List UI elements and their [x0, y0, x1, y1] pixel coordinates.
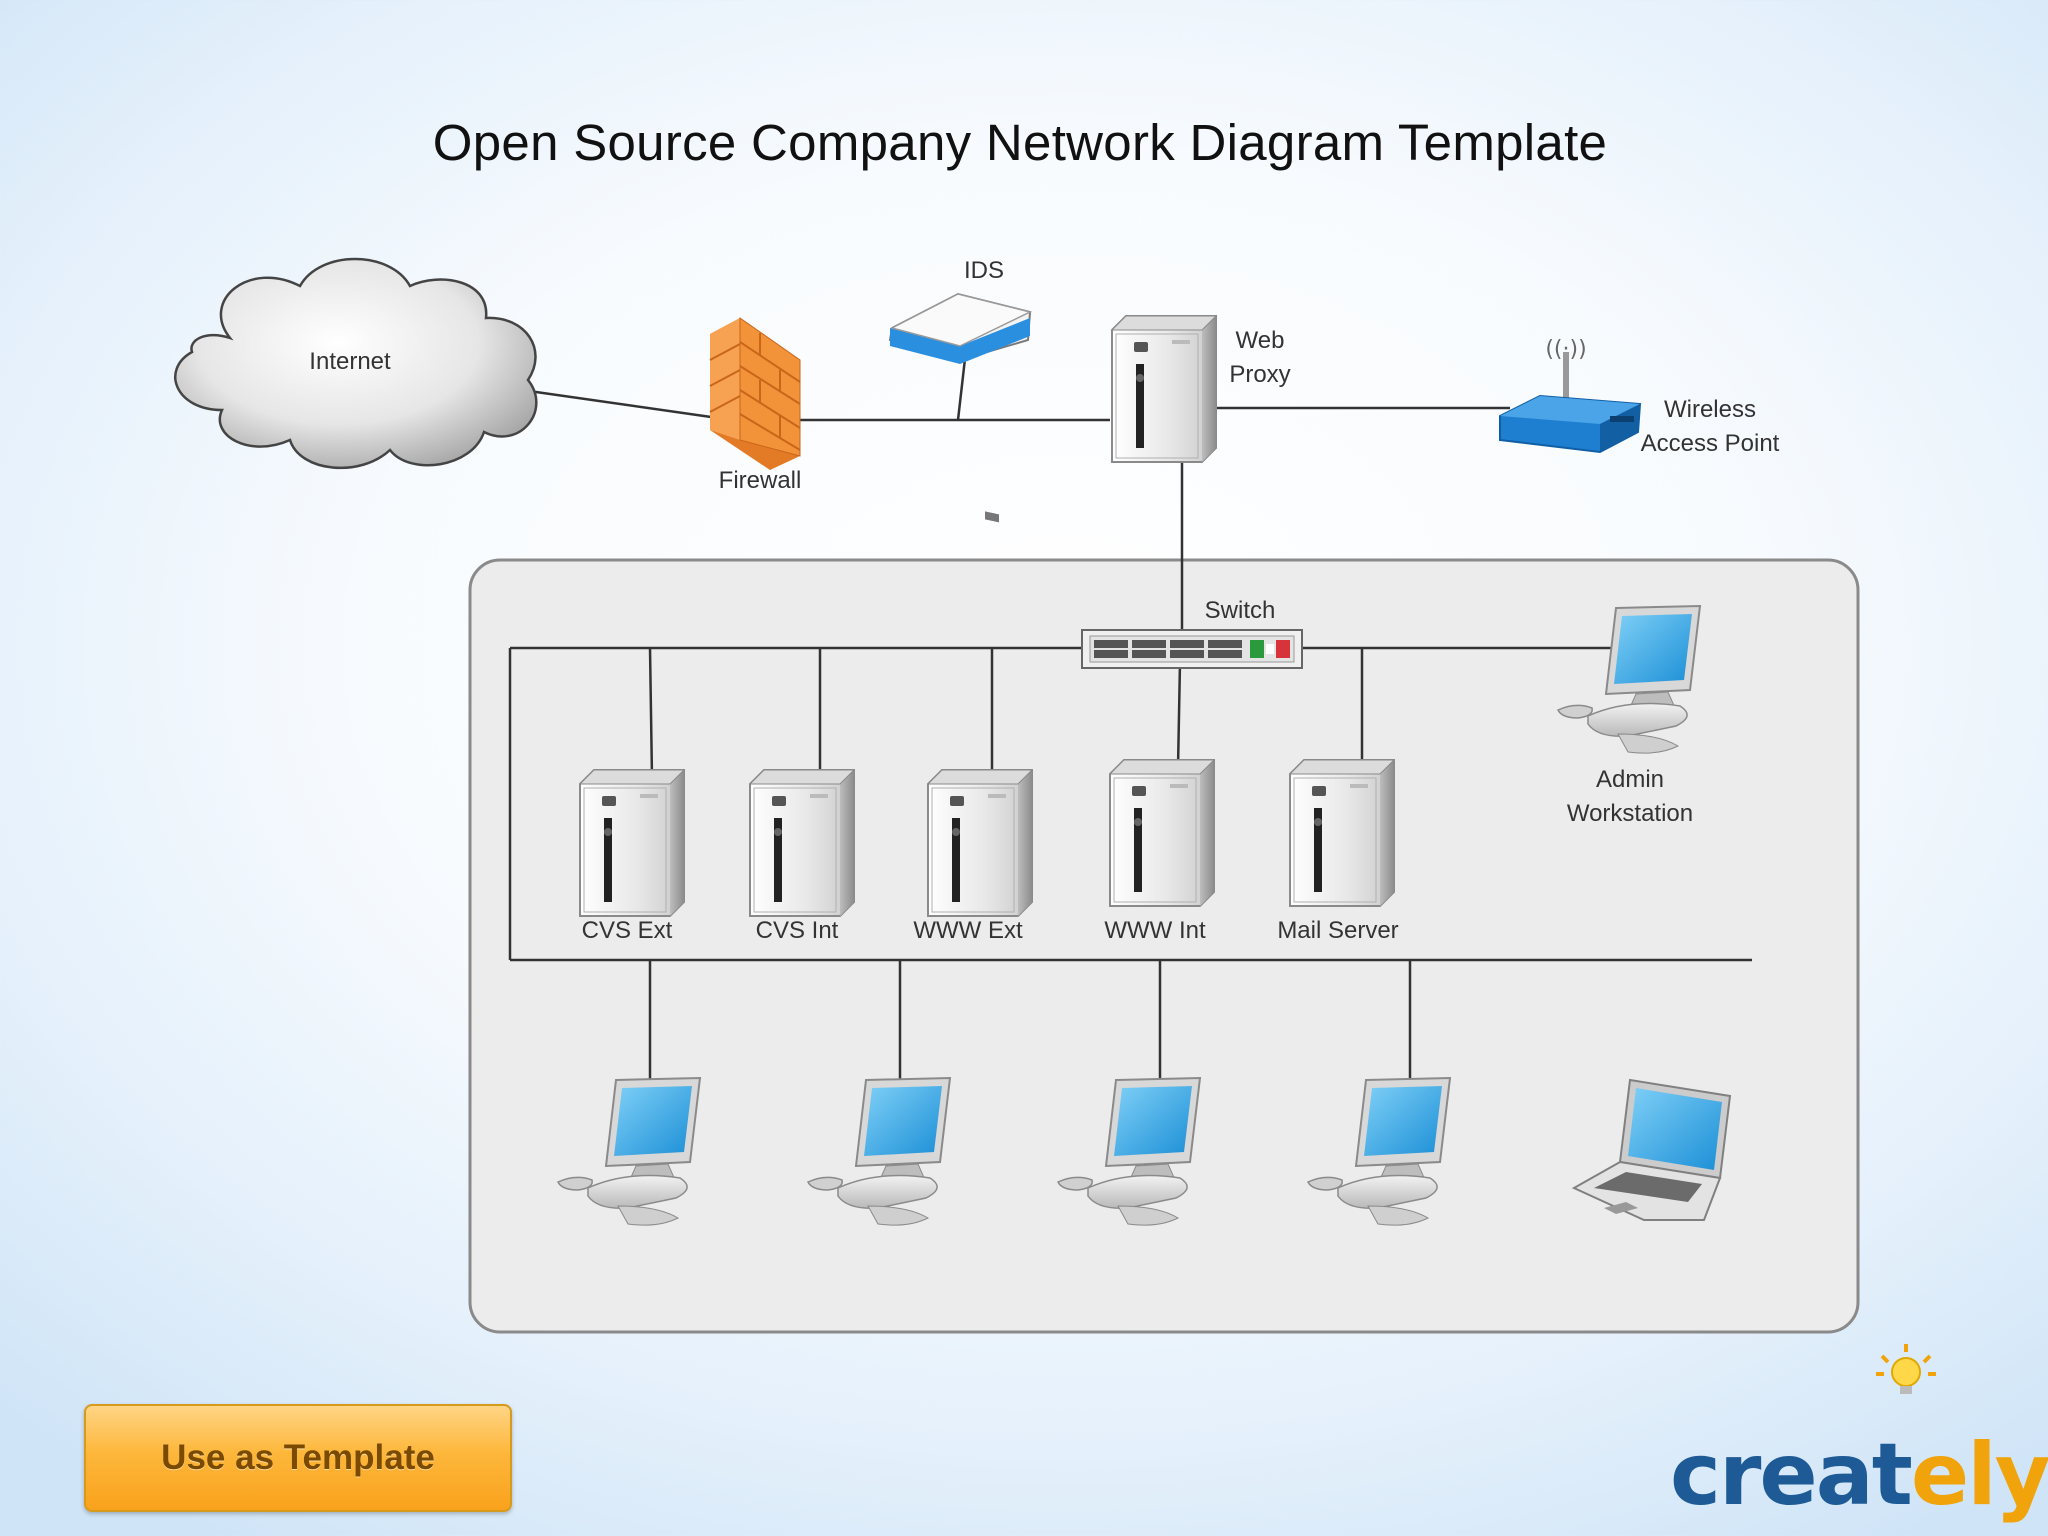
wireless-access-point-icon: ((·)) [1499, 337, 1642, 454]
firewall-icon [709, 317, 801, 470]
server-label: Mail Server [1277, 917, 1399, 944]
admin-workstation-label: Admin Workstation [1566, 766, 1694, 827]
creately-logo[interactable]: creately [1670, 1388, 2048, 1518]
lan-panel [468, 558, 1860, 1334]
logo-text-main: creat [1670, 1425, 1913, 1525]
internet-cloud-icon [174, 257, 538, 470]
server-www-ext-icon [927, 769, 1033, 917]
wifi-signal-icon: ((·)) [1545, 337, 1586, 362]
switch-label: Switch [1204, 597, 1276, 624]
wireless-access-point-label: Wireless Access Point [1640, 396, 1780, 457]
use-as-template-button[interactable]: Use as Template [84, 1404, 512, 1512]
server-cvs-int-icon [749, 769, 855, 917]
server-mail-icon [1289, 759, 1395, 907]
page-title: Open Source Company Network Diagram Temp… [432, 114, 1608, 171]
firewall-label: Firewall [718, 467, 802, 494]
server-label: WWW Int [1104, 917, 1206, 944]
web-proxy-label: Web Proxy [1229, 327, 1291, 388]
ids-label: IDS [963, 257, 1004, 284]
internet-label: Internet [309, 348, 391, 375]
server-label: CVS Ext [581, 917, 673, 944]
server-www-int-icon [1109, 759, 1215, 907]
server-cvs-ext-icon [579, 769, 685, 917]
logo-text-accent: ely [1910, 1425, 2048, 1525]
lightbulb-icon [1876, 1344, 1936, 1394]
network-switch-icon [1081, 629, 1303, 669]
server-label: CVS Int [755, 917, 839, 944]
server-label: WWW Ext [913, 917, 1023, 944]
ids-device-icon [888, 292, 1033, 523]
